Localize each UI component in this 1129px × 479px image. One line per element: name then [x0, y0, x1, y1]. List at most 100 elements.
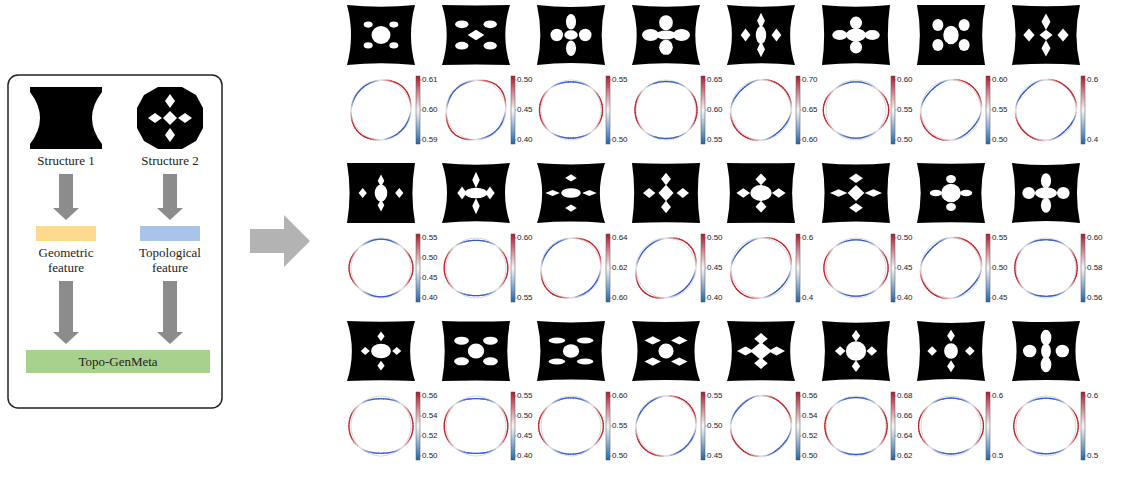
deformation-plot [1015, 238, 1077, 298]
cell-hole [941, 184, 961, 202]
cell-hole [1023, 345, 1036, 358]
cell-hole [468, 344, 484, 359]
cell-hole [852, 330, 860, 342]
cell-hole [865, 30, 880, 40]
cell-hole [1035, 187, 1057, 199]
cell-hole [947, 330, 955, 342]
colorbar-tick [990, 110, 992, 111]
cell-body [822, 5, 890, 65]
cell-hole [661, 173, 671, 185]
cell-body [727, 5, 795, 65]
reference-circle [1016, 238, 1076, 298]
deformed-boundary [1076, 265, 1077, 268]
colorbar-tick [515, 140, 517, 141]
cell-hole [932, 19, 943, 31]
colorbar-tick [1085, 268, 1087, 269]
colorbar-tick [610, 298, 612, 299]
deformed-boundary [790, 265, 792, 268]
cell-hole [959, 19, 970, 31]
colorbar [1081, 234, 1085, 302]
deformation-plot [1014, 396, 1079, 456]
cell-hole [582, 190, 596, 196]
cell-hole [468, 30, 485, 40]
cell-hole [644, 357, 661, 365]
colorbar-tick [800, 110, 802, 111]
reference-circle [826, 396, 886, 456]
cell-hole [566, 40, 576, 56]
cell-hole [377, 361, 384, 371]
reference-circle [1016, 80, 1076, 140]
cell-hole [472, 198, 479, 214]
cell-body [442, 321, 510, 381]
cell-body [1012, 163, 1080, 223]
deformed-boundary [1076, 107, 1077, 110]
unit-cell [727, 321, 795, 381]
colorbar-tick [610, 80, 612, 81]
big-arrow [250, 215, 310, 267]
reference-circle [351, 80, 411, 140]
colorbar [511, 392, 515, 460]
unit-cell [917, 321, 985, 381]
deformed-boundary [983, 423, 984, 426]
cell-hole [835, 346, 846, 355]
cell-hole [755, 201, 766, 213]
reference-circle [636, 238, 696, 298]
cell-hole [750, 185, 771, 201]
cell-hole [565, 174, 577, 181]
reference-circle [541, 80, 601, 140]
colorbar-tick [610, 238, 612, 239]
reference-circle [446, 80, 506, 140]
deformed-boundary [887, 265, 888, 268]
cell-hole [577, 359, 594, 365]
cell-hole [658, 343, 673, 358]
colorbar [606, 234, 610, 302]
colorbar [891, 392, 895, 460]
colorbar-tick [990, 396, 992, 397]
reference-circle [826, 80, 886, 140]
cell-hole [947, 360, 955, 372]
cell-body [537, 5, 605, 65]
cell-hole [754, 333, 768, 344]
colorbar-tick [705, 140, 707, 141]
cell-body [347, 5, 415, 65]
deformed-boundary [603, 423, 604, 426]
colorbar-tick [420, 456, 422, 457]
colorbar-tick [990, 238, 992, 239]
cell-hole [1041, 40, 1050, 56]
deformed-boundary [981, 107, 983, 110]
colorbar-tick [895, 140, 897, 141]
deformation-plot [636, 238, 696, 298]
colorbar-tick [990, 80, 992, 81]
colorbar-tick [800, 416, 802, 417]
cell-body [537, 163, 605, 223]
cell-hole [659, 40, 673, 55]
unit-cell [632, 321, 700, 381]
colorbar-tick [420, 258, 422, 259]
cell-hole [392, 347, 401, 355]
colorbar-tick [800, 238, 802, 239]
colorbar-tick [515, 436, 517, 437]
cell-body [347, 321, 415, 381]
colorbar [416, 234, 420, 302]
deformed-boundary [505, 107, 507, 110]
panel-frame [8, 75, 222, 408]
unit-cell [442, 163, 510, 223]
deformation-plot [446, 80, 506, 140]
reference-circle [826, 238, 886, 298]
deformation-plot [635, 80, 697, 140]
cell-hole [946, 203, 956, 211]
cell-hole [850, 41, 862, 54]
reference-circle [446, 238, 506, 298]
cell-hole [472, 172, 479, 188]
colorbar [796, 76, 800, 144]
unit-cell [727, 163, 795, 223]
reference-circle [446, 396, 506, 456]
cell-hole [563, 344, 579, 357]
cell-hole [1057, 187, 1070, 199]
deformation-plot [921, 80, 982, 141]
colorbar-tick [610, 396, 612, 397]
unit-cell [537, 5, 605, 65]
cell-hole [661, 201, 671, 213]
colorbar [986, 234, 990, 302]
reference-circle [731, 80, 791, 140]
